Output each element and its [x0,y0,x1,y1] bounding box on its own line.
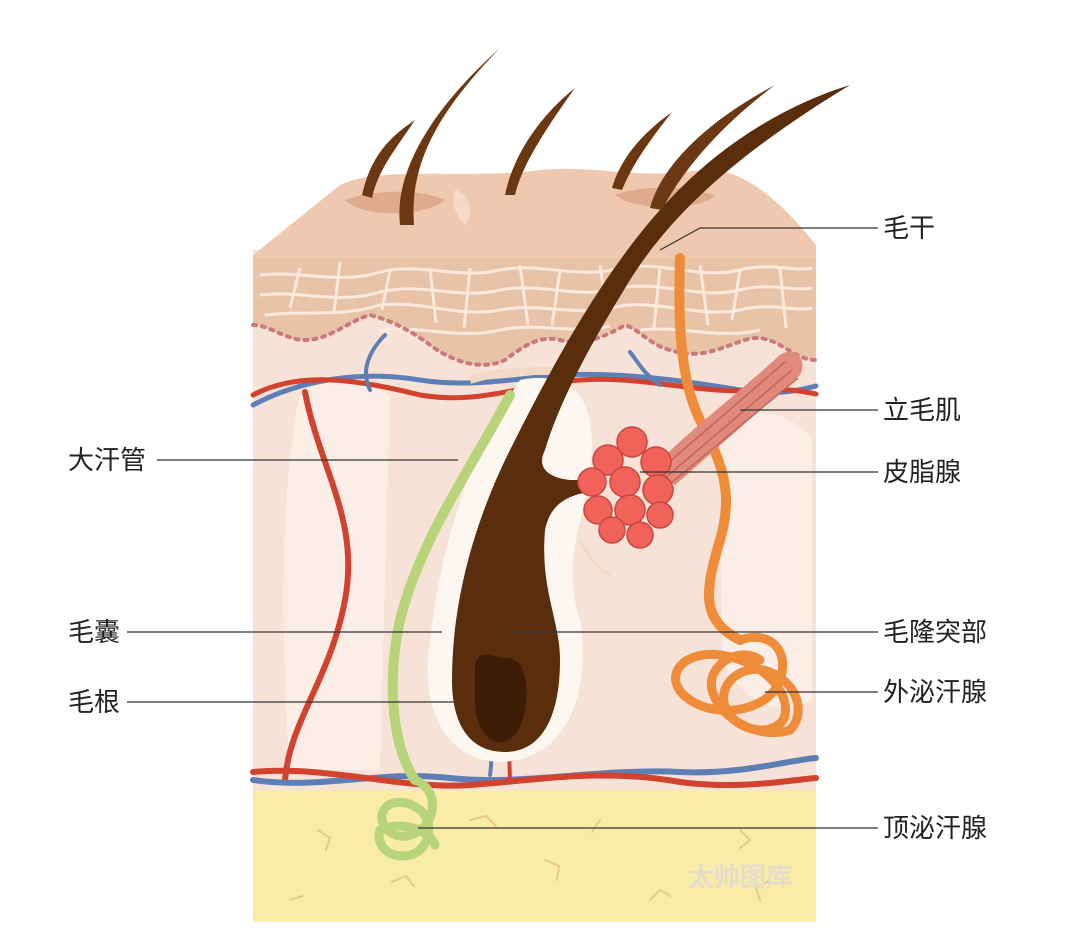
vein-branch-right [628,350,662,387]
labels: 毛干 立毛肌 皮脂腺 毛隆突部 外泌汗腺 顶泌汗腺 大汗管 毛囊 毛根 [68,214,987,844]
label-hair-shaft: 毛干 [883,214,935,244]
label-sebaceous-gland: 皮脂腺 [883,458,961,488]
leader-hair-shaft [659,227,878,251]
label-eccrine-gland: 外泌汗腺 [883,678,987,708]
fat-layer [253,790,816,922]
apocrine-sweat-gland [374,390,515,861]
vein-branch [364,333,387,392]
lower-artery [250,767,819,789]
label-hair-follicle: 毛囊 [68,618,120,648]
left-artery-vertical [282,389,352,783]
arrector-pili-muscle [650,351,803,485]
watermark: 太帅图库 [688,863,792,893]
label-apocrine-gland: 顶泌汗腺 [883,814,987,844]
label-arrector-pili: 立毛肌 [883,396,961,426]
surface-hairs [362,48,775,225]
leader-lines [127,227,878,829]
label-sweat-duct: 大汗管 [68,446,146,476]
hair-shaft [452,85,850,752]
label-hair-root: 毛根 [68,688,120,718]
sebaceous-gland [577,426,674,577]
label-bulge: 毛隆突部 [883,618,987,648]
epidermis-surface [253,168,816,258]
